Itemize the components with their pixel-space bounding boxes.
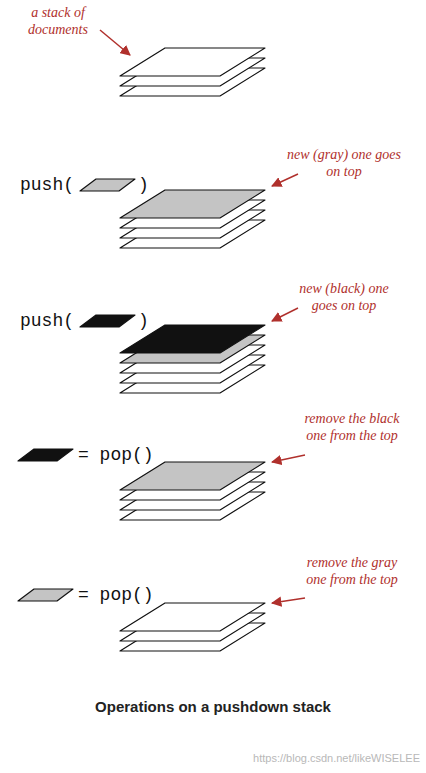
callout-arrow [272,308,298,321]
operation-code: push( [20,310,74,332]
operation-code: ) [138,310,149,332]
operation-code: push( [20,174,74,196]
callout-note: new (gray) one goes on top [285,146,403,180]
callout-arrow [272,174,298,186]
paper-sheet [120,603,265,631]
paper-sheet [120,48,265,76]
callout-note: remove the black one from the top [302,410,402,444]
callout-arrow [272,598,305,603]
operation-code: ) [138,174,149,196]
callout-arrow [100,30,130,55]
black-sheet-icon [80,315,135,327]
callout-note: remove the gray one from the top [302,554,402,588]
operation-code: = pop() [78,584,154,606]
black-sheet-icon [18,449,73,461]
callout-note: a stack of documents [12,4,104,38]
gray-sheet-icon [80,179,135,191]
gray-sheet-icon [18,589,73,601]
gray-sheet [120,462,265,490]
callout-note: new (black) one goes on top [285,280,403,314]
figure-caption: Operations on a pushdown stack [0,698,426,715]
operation-code: = pop() [78,444,154,466]
watermark: https://blog.csdn.net/likeWISELEE [253,752,420,764]
callout-arrow [272,455,305,462]
